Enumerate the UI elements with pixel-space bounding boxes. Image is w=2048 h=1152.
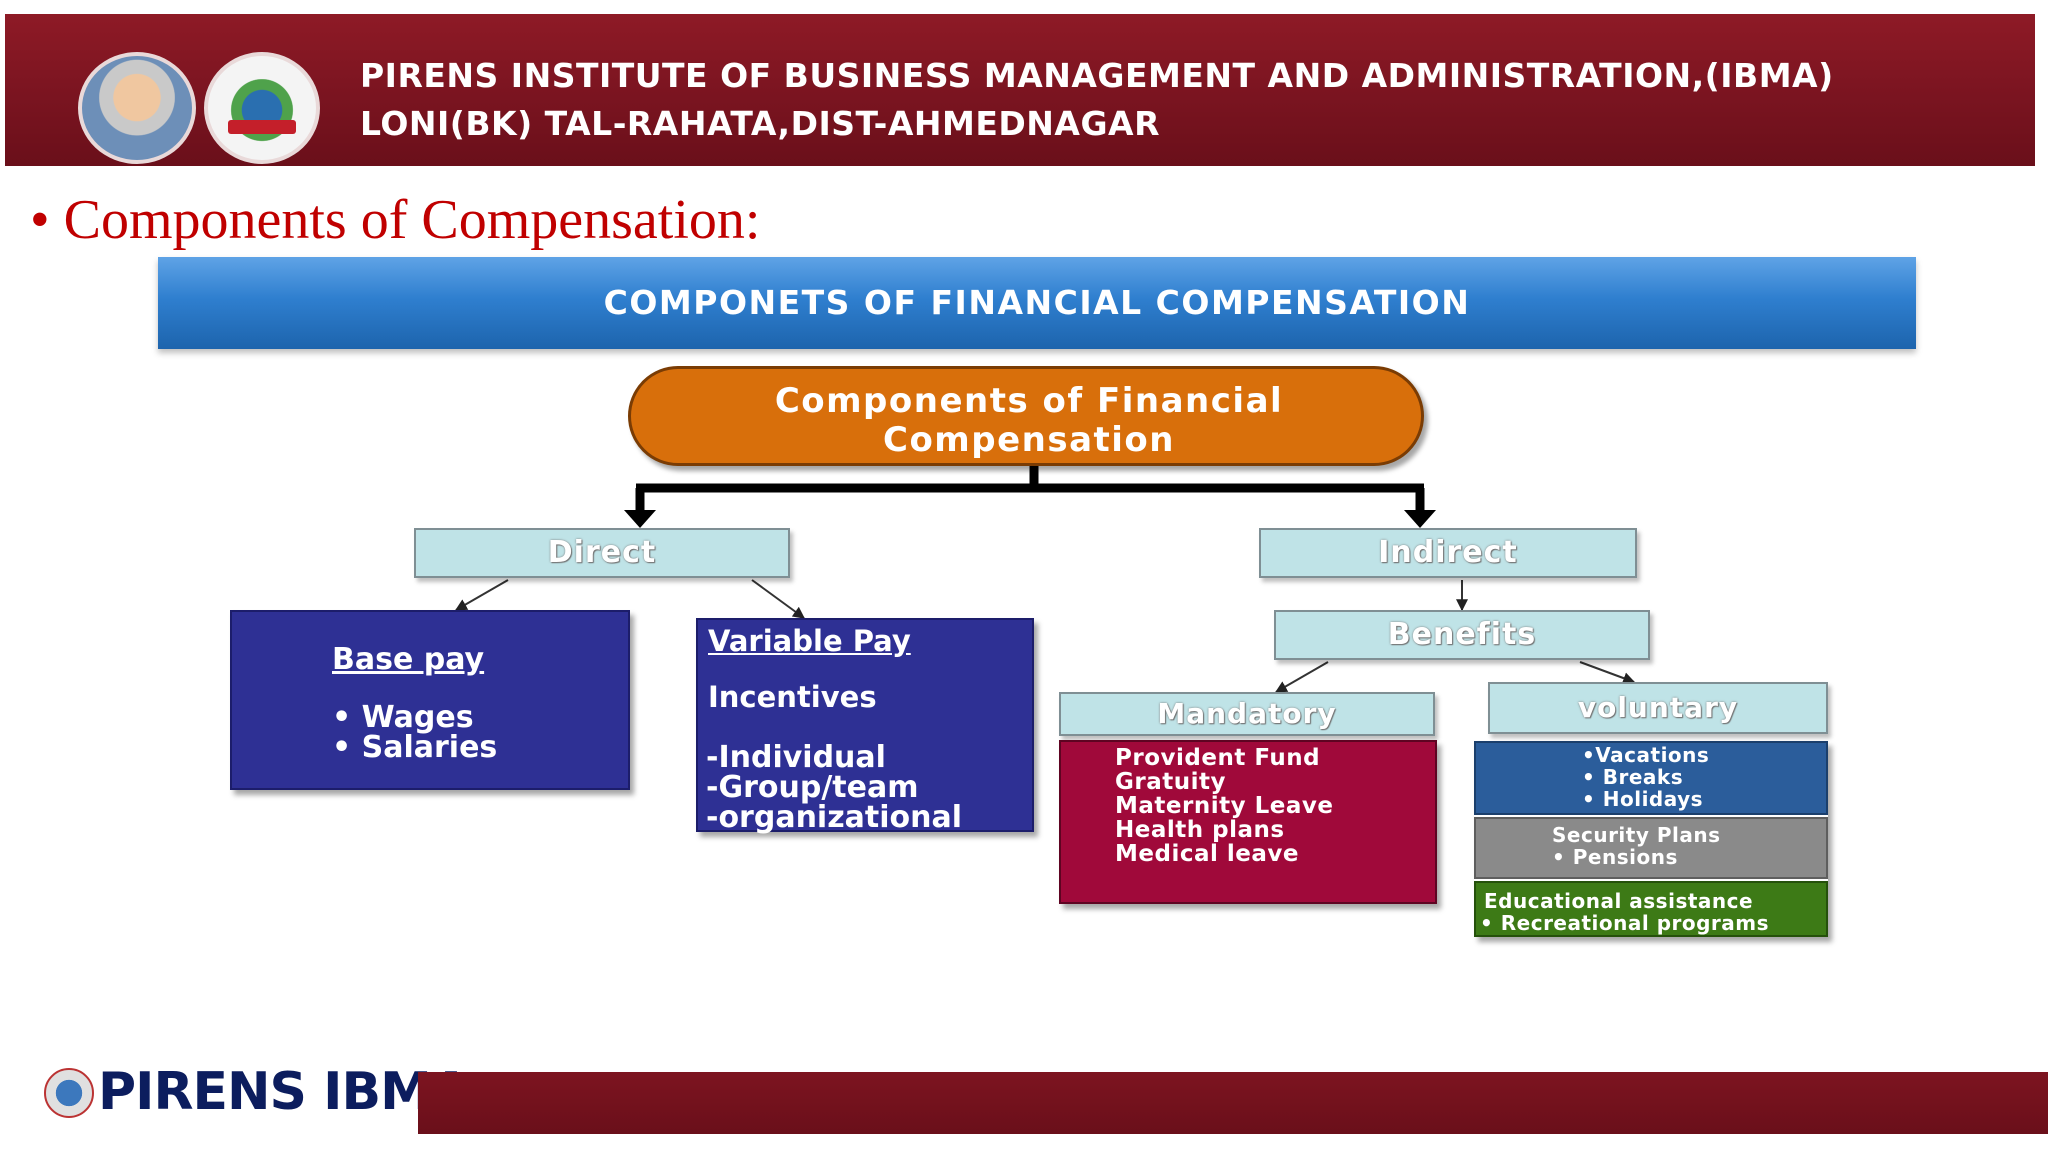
institute-emblem — [204, 52, 320, 164]
root-to-branches-connector — [624, 466, 1436, 528]
variable-pay-title: Variable Pay — [708, 624, 911, 658]
direct-node: Direct — [414, 528, 790, 578]
voluntary-item: Security Plans — [1552, 823, 1721, 847]
footer-logo-icon — [44, 1068, 94, 1118]
voluntary-item: • Pensions — [1552, 845, 1678, 869]
direct-to-basepay-arrow — [454, 579, 509, 611]
variable-pay-box: Variable Pay Incentives -Individual -Gro… — [696, 618, 1034, 835]
root-node: Components of Financial Compensation — [628, 366, 1424, 466]
variable-pay-item: -Individual — [706, 740, 886, 775]
variable-pay-item: -organizational — [706, 800, 963, 835]
voluntary-item: • Recreational programs — [1480, 911, 1770, 935]
header-title: PIRENS INSTITUTE OF BUSINESS MANAGEMENT … — [360, 56, 1834, 95]
mandatory-item: Medical leave — [1115, 841, 1299, 867]
variable-pay-subtitle: Incentives — [708, 680, 877, 714]
variable-pay-item: -Group/team — [706, 770, 919, 805]
indirect-node: Indirect — [1259, 528, 1637, 578]
root-node-line-1: Components of Financial — [774, 381, 1284, 421]
benefits-node: Benefits — [1274, 610, 1650, 660]
base-pay-title: Base pay — [332, 642, 485, 677]
header-subtitle: LONI(BK) TAL-RAHATA,DIST-AHMEDNAGAR — [360, 104, 1160, 143]
mandatory-item: Health plans — [1115, 817, 1285, 843]
mandatory-item: Provident Fund — [1115, 745, 1321, 771]
voluntary-benefits-stack: •Vacations • Breaks • Holidays Security … — [1474, 741, 1828, 937]
benefits-to-mandatory-arrow — [1274, 661, 1329, 693]
footer-bar — [418, 1072, 2048, 1134]
emblem-ribbon — [228, 120, 296, 134]
base-pay-item: • Salaries — [332, 730, 498, 765]
voluntary-item: • Holidays — [1582, 787, 1704, 811]
mandatory-item: Gratuity — [1115, 769, 1226, 795]
header-banner — [5, 14, 2035, 166]
voluntary-item: Educational assistance — [1484, 889, 1754, 913]
base-pay-item: • Wages — [332, 700, 474, 735]
voluntary-item: •Vacations — [1582, 743, 1710, 767]
benefits-to-voluntary-arrow — [1579, 661, 1636, 684]
diagram-title-bar: COMPONETS OF FINANCIAL COMPENSATION — [158, 257, 1916, 349]
mandatory-item: Maternity Leave — [1115, 793, 1334, 819]
voluntary-node: voluntary — [1488, 682, 1828, 734]
diagram-title: COMPONETS OF FINANCIAL COMPENSATION — [603, 283, 1471, 322]
voluntary-security-box: Security Plans • Pensions — [1474, 817, 1828, 879]
founder-portrait — [78, 52, 196, 164]
direct-to-variable-arrow — [751, 579, 805, 619]
mandatory-node: Mandatory — [1059, 692, 1435, 736]
footer-logo-text: PIRENS IBMA — [98, 1062, 471, 1122]
voluntary-education-box: Educational assistance • Recreational pr… — [1474, 881, 1828, 937]
voluntary-item: • Breaks — [1582, 765, 1684, 789]
base-pay-box: Base pay • Wages • Salaries — [230, 610, 630, 790]
voluntary-time-off-box: •Vacations • Breaks • Holidays — [1474, 741, 1828, 815]
root-node-line-2: Compensation — [883, 420, 1175, 460]
slide-heading: • Components of Compensation: — [30, 189, 761, 251]
mandatory-benefits-box: Provident Fund Gratuity Maternity Leave … — [1059, 740, 1437, 904]
